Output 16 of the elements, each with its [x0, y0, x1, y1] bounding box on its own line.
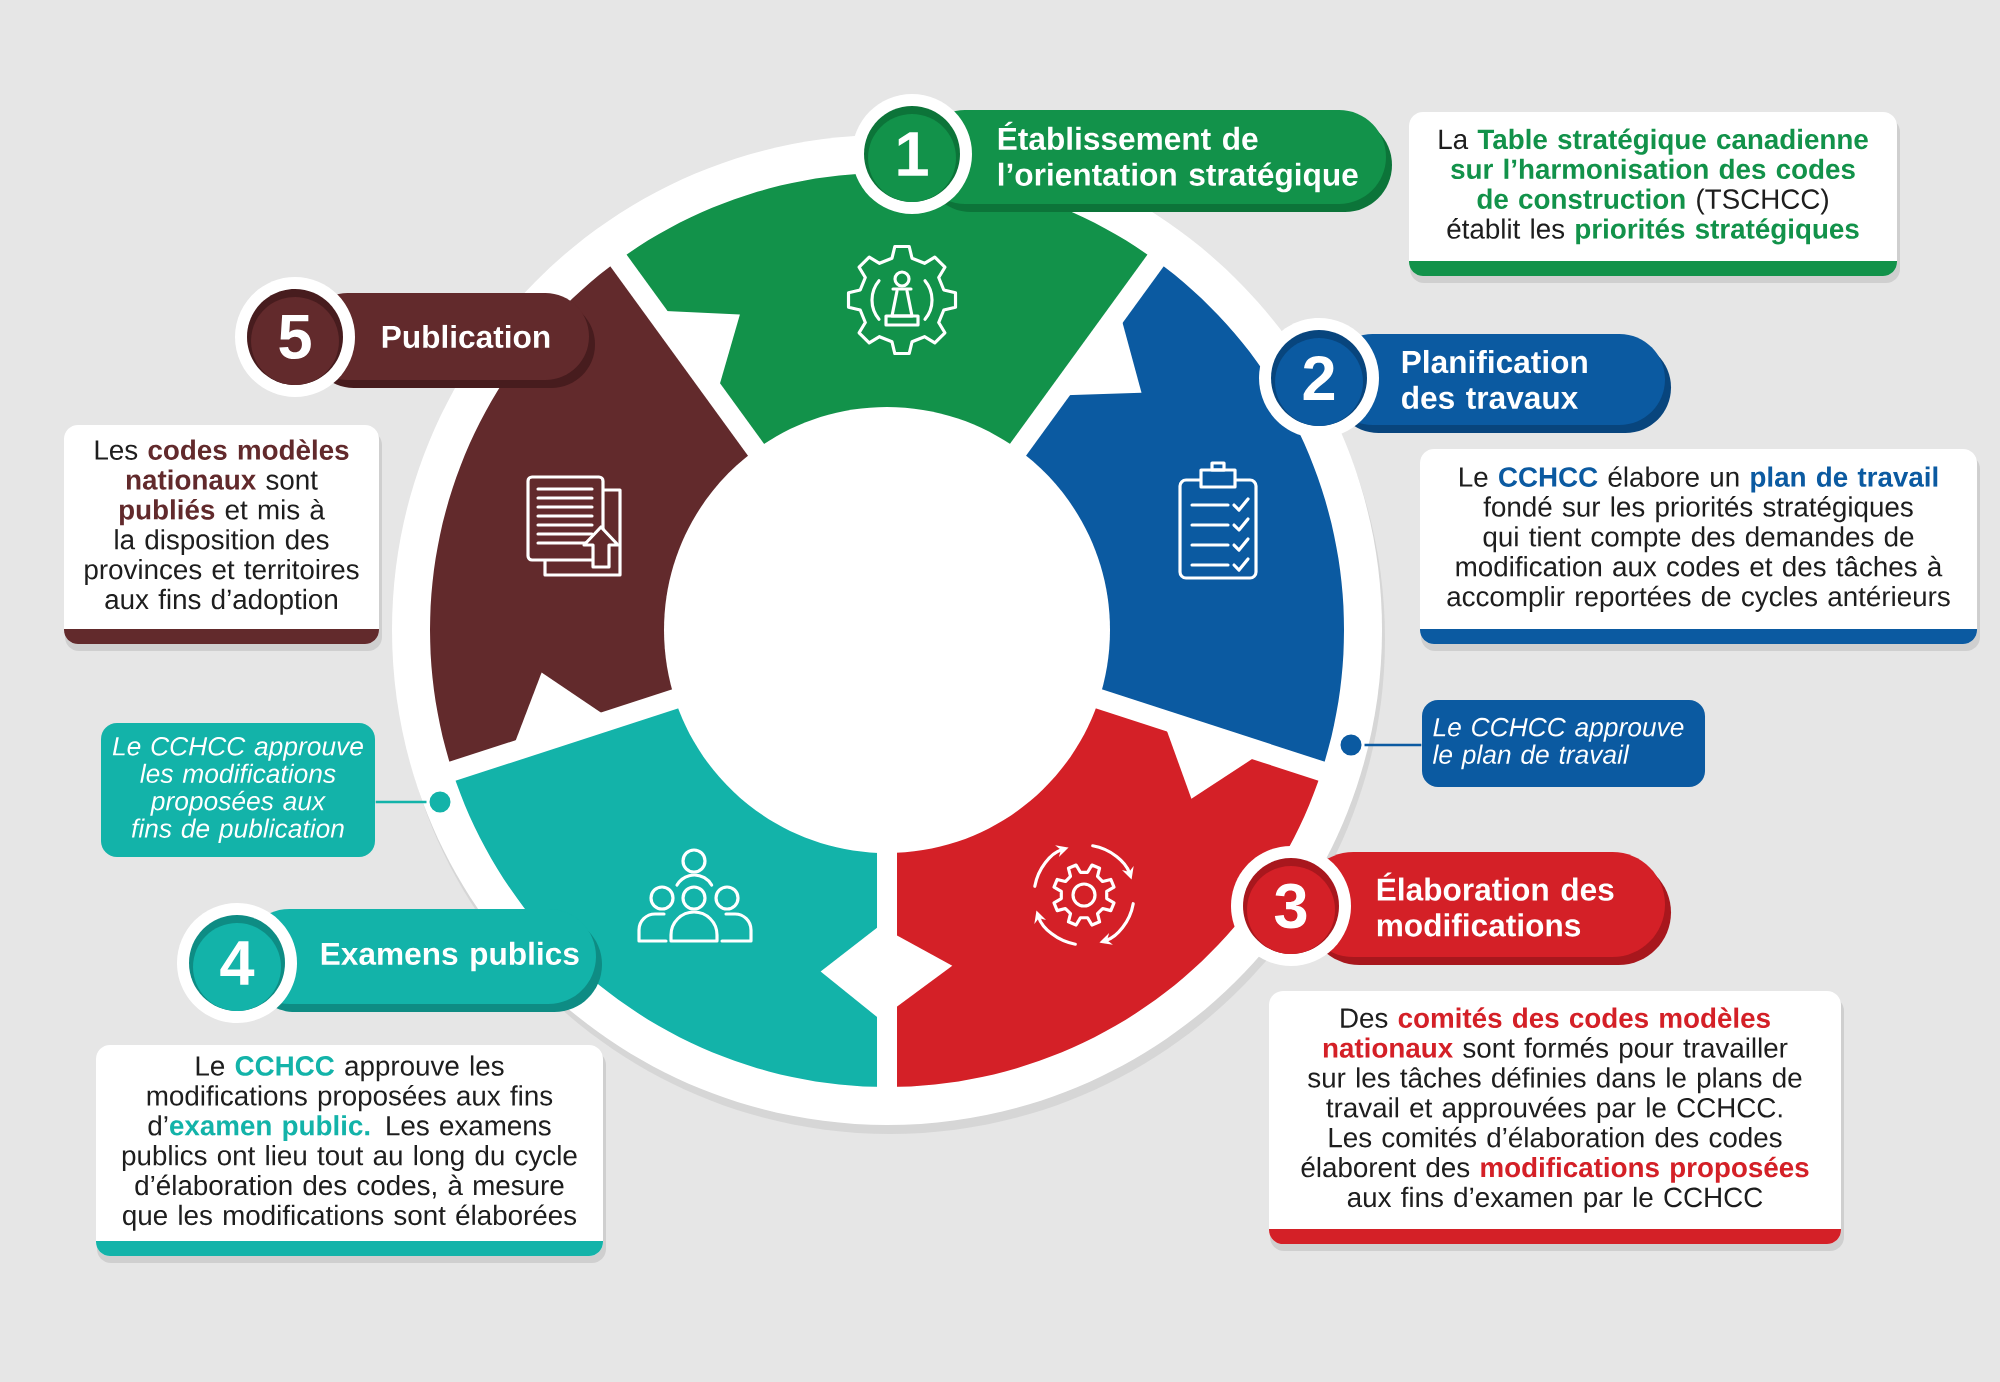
number-badge: 1 [852, 94, 972, 214]
description-card: Le CCHCC approuve les modifications proposées aux fins d’examen public. Les examens publics ont lieu tout au long du cycle d’élaboration des codes, à mesure que les modifications sont élaborées [96, 1045, 606, 1263]
callout-box: Le CCHCC approuve le plan de travail [1422, 700, 1705, 787]
callout-box: Le CCHCC approuve les modifications proposées aux fins de publication [101, 723, 375, 857]
number-badge: 5 [235, 277, 355, 397]
leader-line [1364, 743, 1422, 747]
connector-dot [426, 788, 454, 816]
number-badge: 2 [1259, 318, 1379, 438]
number-badge: 4 [177, 903, 297, 1023]
description-card: Des comités des codes modèles nationaux sont formés pour travailler sur les tâches définies dans le plans de travail et approuvées par le CCHCC. Les comités d’élaboration des codes élaborent des modifications proposées aux fins d’examen par le CCHCC [1269, 991, 1844, 1251]
description-card: Le CCHCC élabore un plan de travail fondé sur les priorités stratégiques qui tient compte des demandes de modification aux codes et des tâches à accomplir reportées de cycles antérieurs [1420, 449, 1980, 651]
connector-dot [1337, 731, 1365, 759]
number-badge: 3 [1231, 846, 1351, 966]
leader-line [375, 800, 427, 804]
description-card: La Table stratégique canadienne sur l’harmonisation des codes de construction (TSCHCC) établit les priorités stratégiques [1409, 112, 1900, 283]
description-card: Les codes modèles nationaux sont publiés et mis à la disposition des provinces et territoires aux fins d’adoption [64, 425, 382, 651]
